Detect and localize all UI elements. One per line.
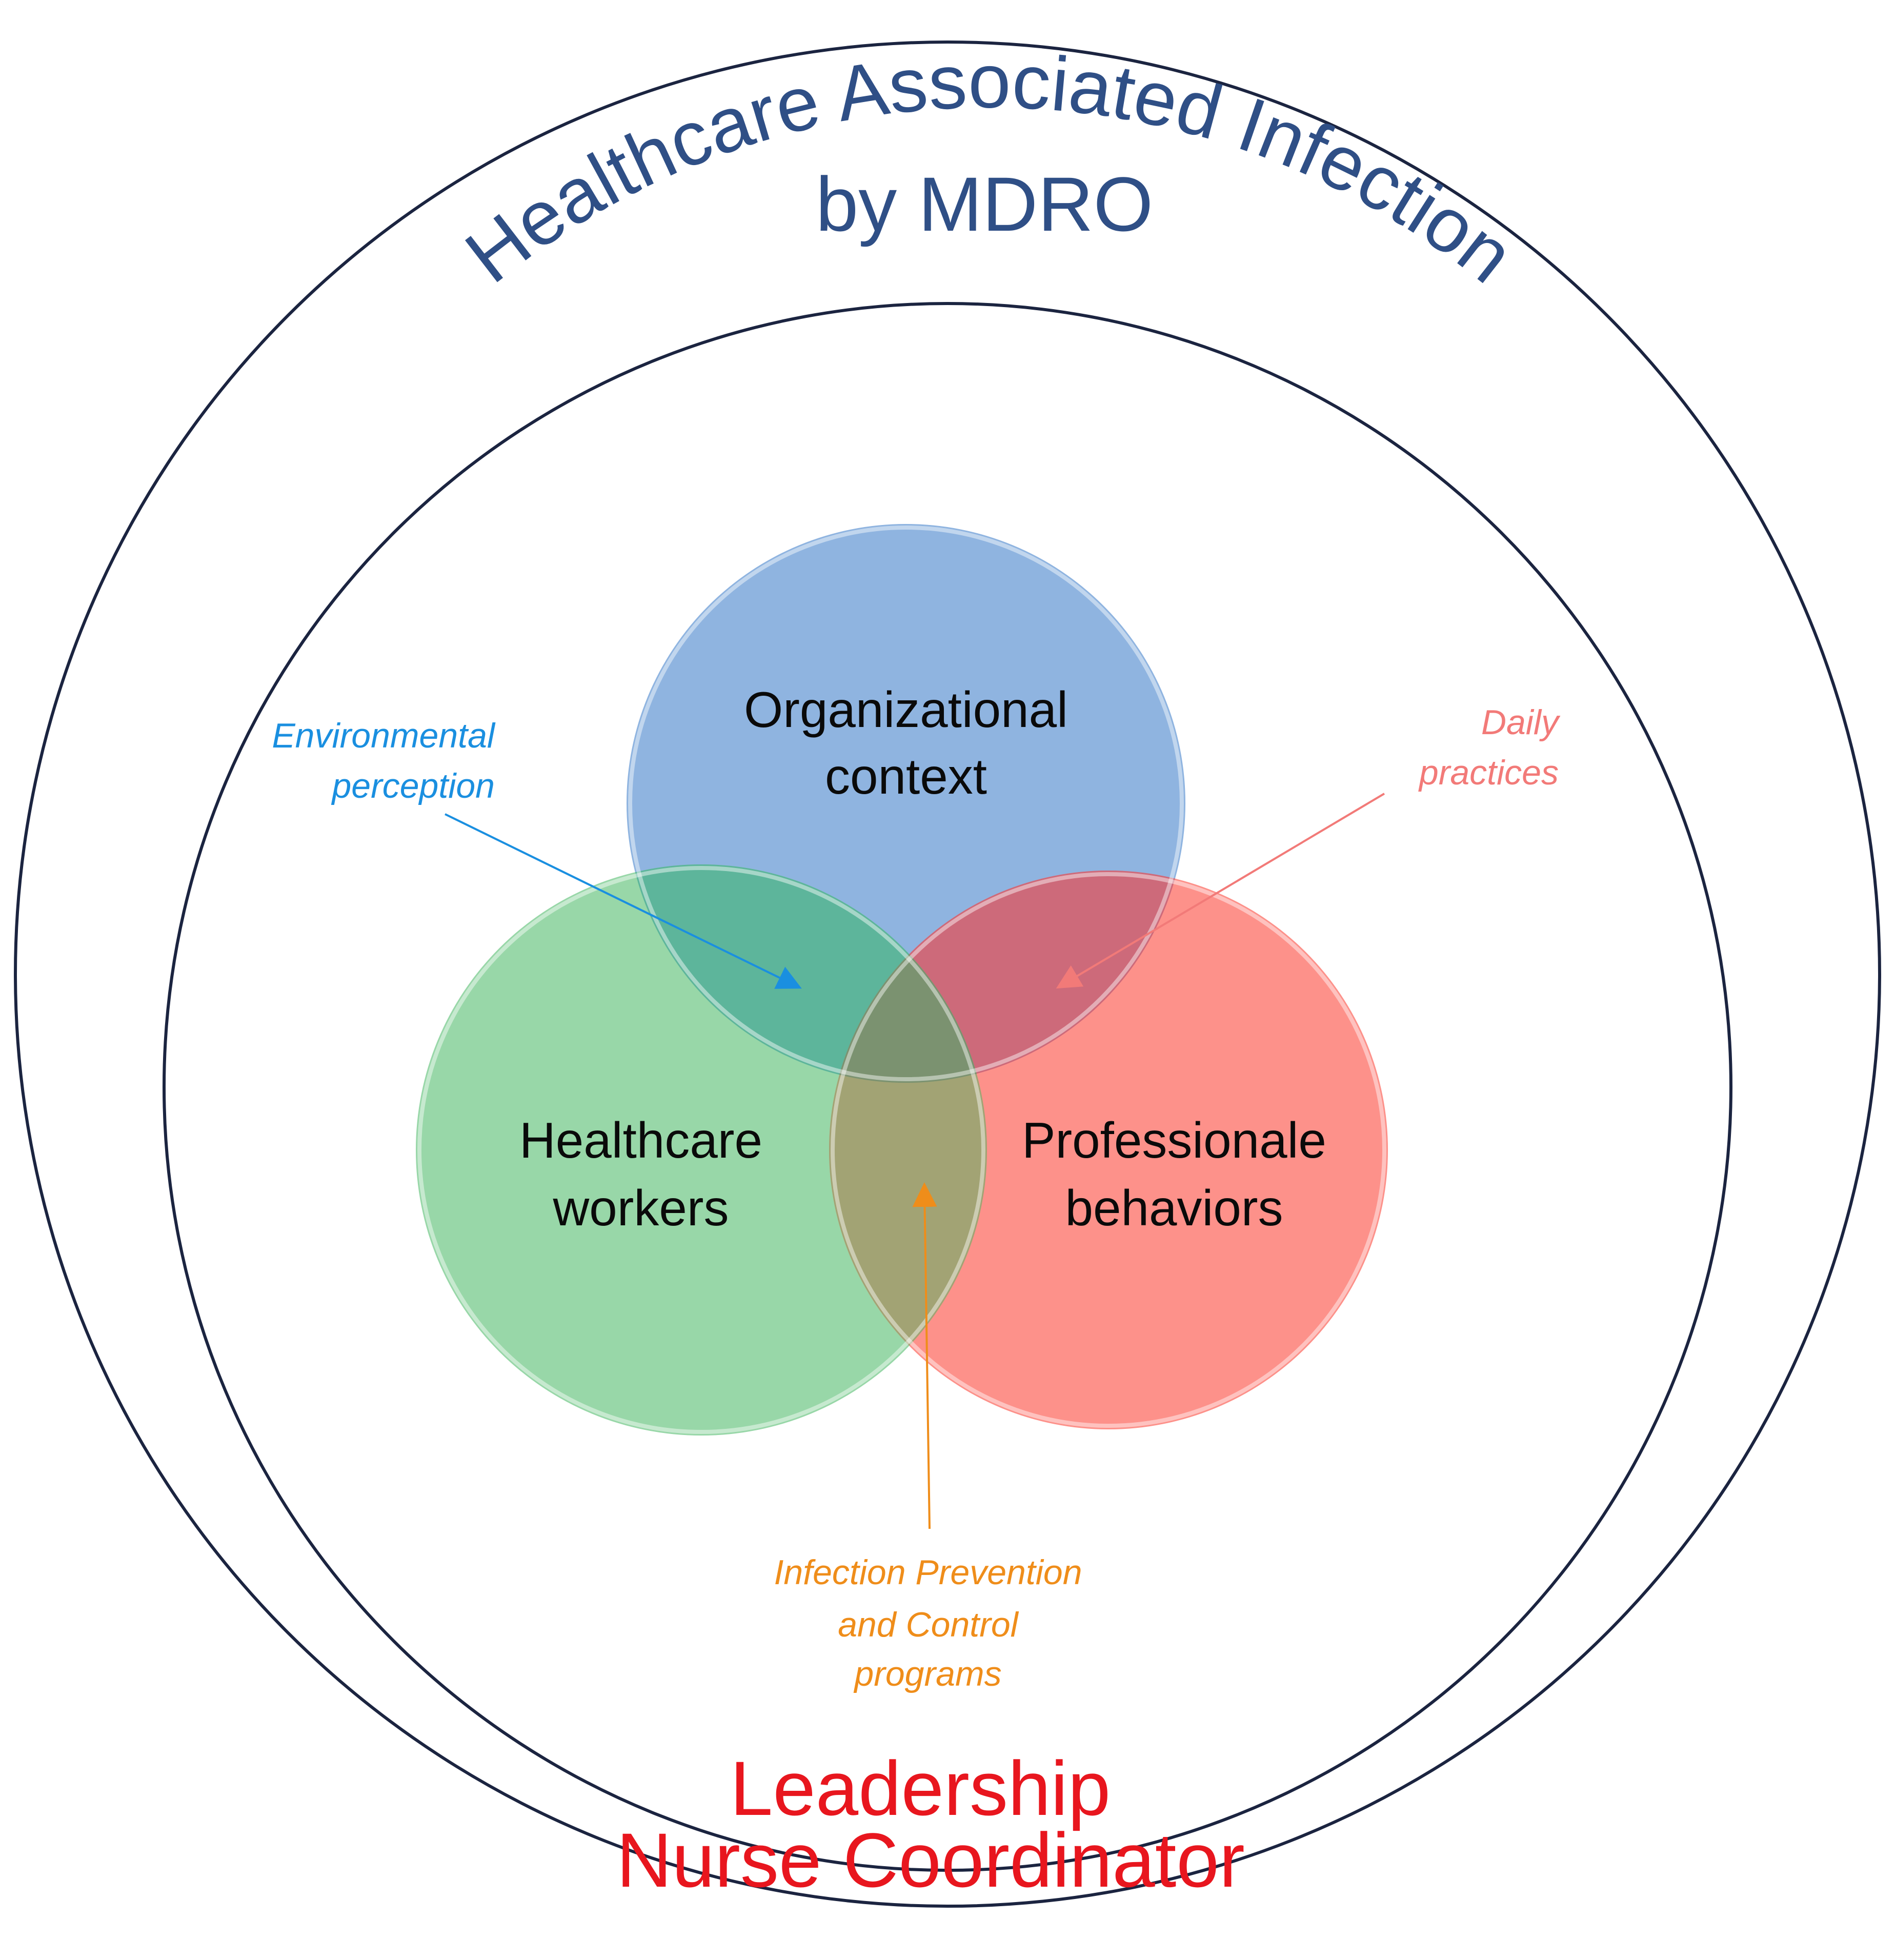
healthcare-rim (417, 866, 985, 1434)
daily-label-line1: Daily (1481, 703, 1561, 742)
healthcare-label-line2: workers (552, 1180, 729, 1236)
infection-arrow (912, 1182, 937, 1529)
overlap-org-healthcare (627, 864, 987, 1083)
organizational-rim (628, 526, 1184, 1081)
environmental-arrow (445, 813, 802, 989)
organizational-label-line1: Organizational (744, 681, 1068, 738)
organizational-label-line2: context (825, 748, 987, 804)
top-title-line2: by MDRO (816, 161, 1153, 247)
bottom-title-line1: Leadership (730, 1745, 1111, 1831)
professional-label-line2: behaviors (1065, 1180, 1283, 1236)
healthcare-label-line1: Healthcare (519, 1112, 762, 1168)
environmental-label-line2: perception (331, 766, 495, 805)
overlap-org-professional (829, 871, 1185, 1083)
daily-arrow (1056, 793, 1385, 989)
professional-rim (831, 872, 1386, 1428)
professional-label-line1: Professionale (1022, 1112, 1326, 1168)
infection-label-line2: and Control (838, 1605, 1019, 1644)
environmental-label-line1: Environmental (272, 716, 496, 755)
outer-ring (14, 41, 1881, 1908)
bottom-title-line2: Nurse Coordinator (616, 1817, 1245, 1903)
infection-label-line3: programs (853, 1654, 1001, 1693)
inner-ring (163, 302, 1732, 1872)
infection-label-line1: Infection Prevention (774, 1553, 1082, 1592)
daily-label-line2: practices (1418, 753, 1559, 792)
